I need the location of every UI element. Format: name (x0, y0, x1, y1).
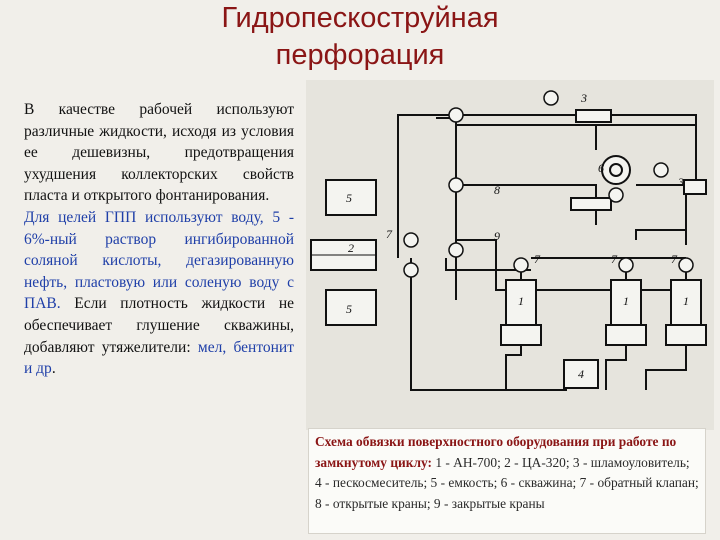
sand-mixer-4 (563, 359, 599, 389)
label-1-b: 1 (623, 294, 629, 308)
body-text: В качестве рабочей используют различные … (24, 99, 294, 380)
sludge-catcher-3-top (575, 109, 612, 123)
valve-well-lower (608, 187, 624, 203)
diagram-svg: 5 5 2 1 1 1 4 3 3 6 8 9 7 7 7 7 (310, 90, 707, 391)
label-3-top: 3 (580, 91, 587, 105)
pipe-left-riser (436, 117, 457, 300)
pipe-pump-c-out (645, 345, 687, 390)
paragraph-working-fluids: В качестве рабочей используют различные … (24, 101, 294, 205)
title-line-2: перфорация (275, 39, 445, 71)
label-5-lower: 5 (346, 302, 352, 316)
valve-top-left (448, 107, 464, 123)
label-7-a: 7 (534, 252, 541, 266)
label-7-left: 7 (386, 227, 393, 241)
label-7-b: 7 (611, 252, 618, 266)
pipe-left-to-pumps (445, 258, 531, 271)
label-4: 4 (578, 367, 584, 381)
paragraph-end-mark: . (51, 360, 56, 378)
weighting-agents-text: Если плотность жидкости не обеспечивает … (24, 295, 294, 356)
valve-9-closed (448, 242, 464, 258)
tank-5-lower (325, 289, 377, 326)
label-3-right: 3 (677, 175, 684, 189)
pump-1-a-base (500, 324, 542, 346)
label-9: 9 (494, 229, 500, 243)
pump-1-b (610, 279, 642, 326)
caption-legend: 1 - АН-700; 2 - ЦА-320; 3 - шламоуловите… (315, 454, 699, 511)
pipe-6-out (635, 229, 686, 240)
pump-1-b-base (605, 324, 647, 346)
valve-left-1 (448, 177, 464, 193)
valve-left-3 (403, 262, 419, 278)
equipment-diagram: 5 5 2 1 1 1 4 3 3 6 8 9 7 7 7 7 (306, 80, 714, 430)
paragraph-fluid-types: Для целей ГПП используют воду, 5 - 6%-ны… (24, 207, 294, 380)
pipe-well-left (456, 184, 597, 225)
fluid-types-highlight: Для целей ГПП используют воду, 5 - 6%-ны… (24, 208, 294, 313)
label-8: 8 (494, 183, 500, 197)
tank-5-upper (325, 179, 377, 216)
label-5-upper: 5 (346, 191, 352, 205)
slide-title: Гидропескоструйная перфорация (150, 0, 570, 74)
check-valve-7-b (618, 257, 634, 273)
pipe-bottom-return (410, 258, 567, 391)
caption-heading: Схема обвязки поверхностного оборудовани… (315, 434, 677, 470)
open-valve-8-body (570, 197, 612, 211)
title-line-1: Гидропескоструйная (221, 2, 499, 34)
well-6-core (609, 163, 623, 177)
valve-right (653, 162, 669, 178)
check-valve-7-a (513, 257, 529, 273)
label-1-a: 1 (518, 294, 524, 308)
pipe-pump-a-out (505, 345, 522, 390)
pump-1-c (670, 279, 702, 326)
label-2: 2 (348, 241, 354, 255)
valve-top (543, 90, 559, 106)
label-7-c: 7 (671, 252, 678, 266)
weighting-agents-list: мел, бентонит и др (24, 338, 294, 378)
pipe-top-loop (397, 114, 697, 258)
sludge-catcher-3-right (683, 179, 707, 195)
valve-left-2 (403, 232, 419, 248)
pipe-middle (456, 239, 686, 291)
label-1-c: 1 (683, 294, 689, 308)
pump-1-c-base (665, 324, 707, 346)
diagram-caption: Схема обвязки поверхностного оборудовани… (308, 428, 706, 534)
check-valve-7-c (678, 257, 694, 273)
pipe-pump-b-out (605, 345, 627, 390)
label-6: 6 (598, 161, 604, 175)
